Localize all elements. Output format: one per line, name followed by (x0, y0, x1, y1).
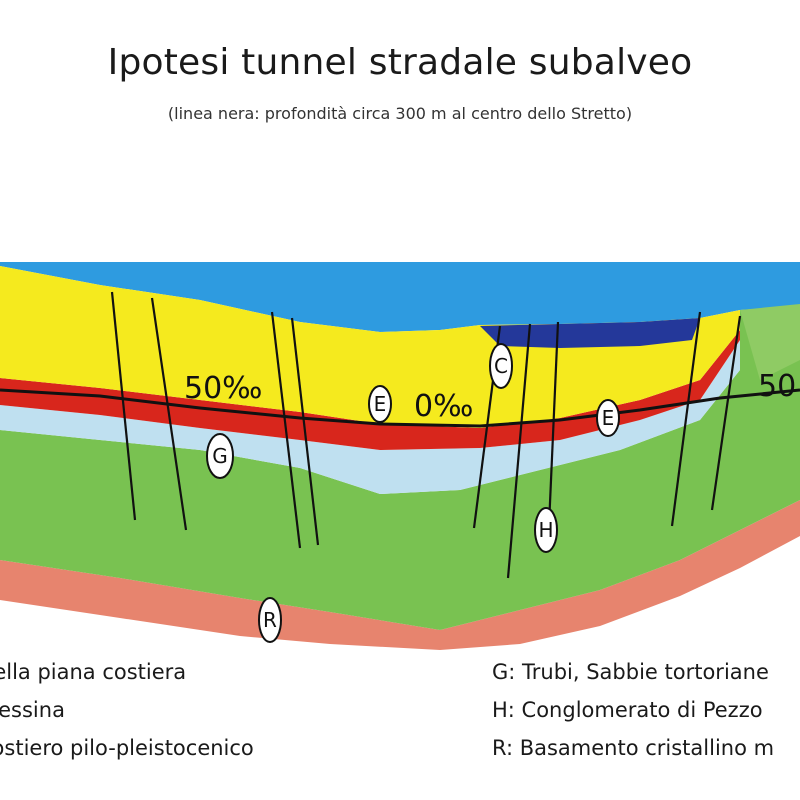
marker-label: C (494, 354, 508, 378)
legend-left-item: costiero pilo-pleistocenico (0, 736, 400, 760)
marker-label: E (374, 392, 387, 416)
marker-g: G (206, 433, 234, 479)
gradient-label-right: 50 (758, 369, 796, 404)
marker-label: H (538, 518, 553, 542)
light-blue-layer (0, 340, 740, 494)
fault-line (670, 311, 702, 527)
legend-text: della piana costiera (0, 660, 187, 684)
marker-r: R (258, 597, 282, 643)
legend-left-item: Messina (0, 698, 400, 722)
green-layer (0, 306, 800, 630)
geological-cross-section: 50‰ 0‰ 50 C E E G H R (0, 262, 800, 650)
legend-text: costiero pilo-pleistocenico (0, 736, 254, 760)
marker-label: G (212, 444, 228, 468)
sea-layer (0, 262, 800, 332)
gradient-label-center: 0‰ (414, 389, 473, 424)
fault-line (150, 297, 188, 531)
marker-label: E (602, 406, 615, 430)
marker-c: C (489, 343, 513, 389)
legend-right-item: G: Trubi, Sabbie tortoriane (492, 660, 769, 684)
fault-line (710, 315, 742, 511)
tunnel-line (0, 388, 800, 428)
fault-line (290, 317, 320, 546)
legend-text: Messina (0, 698, 65, 722)
legend-right-item: R: Basamento cristallino m (492, 736, 775, 760)
fault-line (110, 291, 137, 521)
basement-layer (0, 500, 800, 650)
fault-line (270, 311, 302, 549)
legend-right-item: H: Conglomerato di Pezzo (492, 698, 763, 722)
marker-e-center: E (368, 385, 392, 423)
marker-h: H (534, 507, 558, 553)
right-green-slope (740, 304, 800, 380)
gradient-label-left: 50‰ (184, 371, 262, 406)
marker-label: R (263, 608, 277, 632)
dark-blue-lens (480, 318, 700, 348)
marker-e-right: E (596, 399, 620, 437)
page-subtitle: (linea nera: profondità circa 300 m al c… (167, 104, 633, 123)
fault-line (506, 323, 532, 579)
legend-left-item: della piana costiera (0, 660, 400, 684)
page-title: Ipotesi tunnel stradale subalveo (107, 42, 693, 83)
